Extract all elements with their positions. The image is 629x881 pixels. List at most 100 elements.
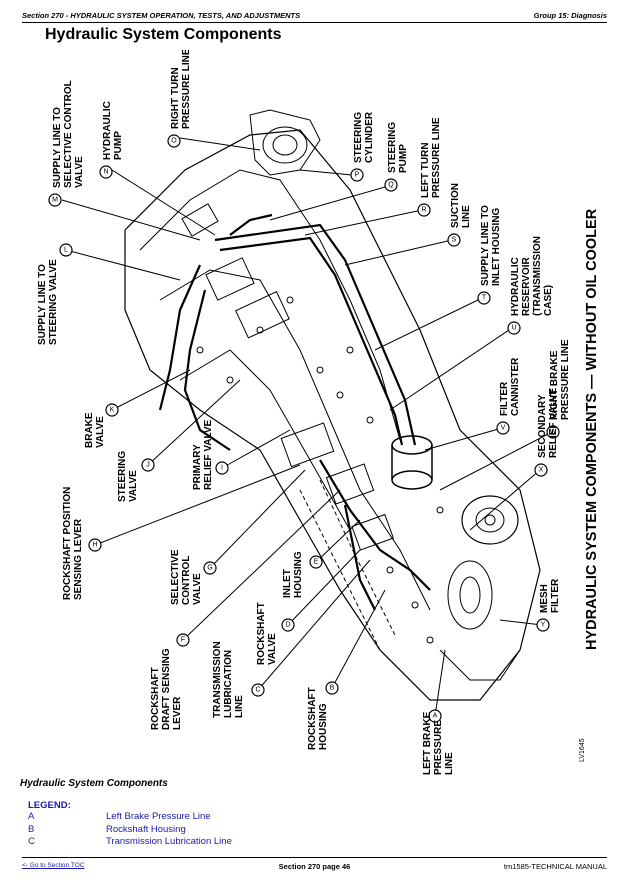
callout-Q: Q STEERINGPUMP	[384, 122, 409, 192]
svg-text:HYDRAULICRESERVOIR(TRANSMISSIO: HYDRAULICRESERVOIR(TRANSMISSIONCASE)	[510, 236, 554, 316]
svg-text:RIGHT TURNPRESSURE LINE: RIGHT TURNPRESSURE LINE	[170, 50, 192, 129]
group-title: Group 15: Diagnosis	[533, 11, 607, 20]
callout-letter-A: A	[433, 713, 438, 720]
callout-I: I PRIMARYRELIEF VALVE	[192, 419, 229, 490]
callout-letter-I: I	[221, 465, 223, 472]
callout-letter-C: C	[255, 687, 260, 694]
callout-T: T SUPPLY LINE TOINLET HOUSING	[477, 205, 502, 305]
callout-X: X SECONDARYRELIEF VALVE	[534, 387, 559, 477]
callout-A: A LEFT BRAKEPRESSURELINE	[422, 709, 455, 775]
svg-text:INLETHOUSING: INLETHOUSING	[282, 551, 304, 598]
callout-letter-W: W	[550, 429, 557, 436]
footer-divider	[22, 857, 607, 858]
manual-id: tm1585-TECHNICAL MANUAL	[503, 862, 607, 871]
svg-text:SELECTIVECONTROLVALVE: SELECTIVECONTROLVALVE	[170, 549, 203, 605]
svg-text:TRANSMISSIONLUBRICATIONLINE: TRANSMISSIONLUBRICATIONLINE	[212, 641, 245, 718]
svg-text:FILTERCANNISTER: FILTERCANNISTER	[499, 357, 521, 416]
callout-H: H ROCKSHAFT POSITIONSENSING LEVER	[62, 487, 102, 600]
legend-value: Transmission Lubrication Line	[106, 836, 232, 847]
callout-letter-G: G	[207, 565, 212, 572]
callout-letter-Y: Y	[541, 622, 546, 629]
callout-W: W RIGHT BRAKEPRESSURE LINE	[546, 339, 571, 439]
svg-text:STEERINGPUMP: STEERINGPUMP	[387, 122, 409, 173]
callout-L: L SUPPLY LINE TOSTEERING VALVE	[37, 243, 73, 345]
callout-V: V FILTERCANNISTER	[496, 357, 521, 435]
legend-item: A Left Brake Pressure Line	[28, 811, 211, 824]
toc-link[interactable]: <- Go to Section TOC	[22, 862, 85, 869]
svg-text:ROCKSHAFTHOUSING: ROCKSHAFTHOUSING	[307, 687, 329, 750]
page-header: Section 270 - HYDRAULIC SYSTEM OPERATION…	[22, 8, 607, 22]
callout-letter-F: F	[181, 637, 185, 644]
svg-text:SUPPLY LINE TOSELECTIVE CONTRO: SUPPLY LINE TOSELECTIVE CONTROLVALVE	[52, 80, 85, 188]
page-footer: <- Go to Section TOC Section 270 page 46…	[22, 860, 607, 874]
figure-caption: Hydraulic System Components	[20, 778, 168, 789]
callout-O: O RIGHT TURNPRESSURE LINE	[167, 48, 192, 148]
callout-letter-K: K	[110, 407, 115, 414]
legend-value: Rockshaft Housing	[106, 823, 186, 835]
callout-letter-B: B	[330, 685, 335, 692]
callout-letter-V: V	[501, 425, 506, 432]
legend-key: B	[28, 823, 35, 835]
legend-item: B Rockshaft Housing	[28, 823, 186, 837]
callout-M: M SUPPLY LINE TOSELECTIVE CONTROLVALVE	[48, 80, 85, 207]
callout-B: B ROCKSHAFTHOUSING	[307, 681, 339, 750]
svg-text:SECONDARYRELIEF VALVE: SECONDARYRELIEF VALVE	[537, 387, 559, 458]
svg-text:ROCKSHAFT POSITIONSENSING LEVE: ROCKSHAFT POSITIONSENSING LEVER	[62, 487, 84, 600]
svg-text:MESHFILTER: MESHFILTER	[539, 578, 561, 613]
callout-letter-M: M	[52, 197, 58, 204]
tractor-assembly-drawing	[124, 109, 541, 701]
svg-text:BRAKEVALVE: BRAKEVALVE	[84, 412, 106, 448]
callout-letter-D: D	[285, 622, 290, 629]
callout-letter-U: U	[511, 325, 516, 332]
legend: LEGEND: A Left Brake Pressure Line B Roc…	[28, 800, 232, 849]
callout-letter-P: P	[355, 172, 360, 179]
figure-id: LV1645	[579, 738, 586, 762]
callout-J: J STEERINGVALVE	[117, 451, 155, 502]
callout-letter-H: H	[92, 542, 97, 549]
callout-letter-O: O	[171, 138, 177, 145]
callout-K: K BRAKEVALVE	[84, 403, 119, 448]
callout-R: R LEFT TURNPRESSURE LINE	[417, 117, 442, 217]
svg-text:RIGHT BRAKEPRESSURE LINE: RIGHT BRAKEPRESSURE LINE	[549, 339, 571, 420]
hydraulic-lines	[158, 213, 431, 611]
legend-key: A	[28, 811, 35, 822]
svg-text:SUCTIONLINE: SUCTIONLINE	[450, 183, 472, 228]
callout-letter-N: N	[103, 169, 108, 176]
callout-letter-X: X	[539, 467, 544, 474]
callout-Y: Y MESHFILTER	[536, 578, 561, 632]
section-title: Section 270 - HYDRAULIC SYSTEM OPERATION…	[22, 11, 301, 20]
legend-value: Left Brake Pressure Line	[106, 811, 211, 822]
callout-letter-R: R	[421, 207, 426, 214]
callout-letter-T: T	[482, 295, 487, 302]
figure-side-title: HYDRAULIC SYSTEM COMPONENTS — WITHOUT OI…	[584, 208, 600, 650]
callout-letter-L: L	[64, 247, 68, 254]
svg-text:ROCKSHAFTDRAFT SENSINGLEVER: ROCKSHAFTDRAFT SENSINGLEVER	[150, 648, 183, 730]
legend-key: C	[28, 836, 35, 847]
callout-F: F ROCKSHAFTDRAFT SENSINGLEVER	[150, 633, 190, 730]
page-number: Section 270 page 46	[278, 862, 351, 871]
svg-text:SUPPLY LINE TOSTEERING VALVE: SUPPLY LINE TOSTEERING VALVE	[37, 259, 59, 345]
callout-C: C TRANSMISSIONLUBRICATIONLINE	[212, 641, 265, 718]
callout-S: S SUCTIONLINE	[447, 183, 472, 247]
callout-letter-J: J	[146, 462, 150, 469]
svg-text:STEERINGCYLINDER: STEERINGCYLINDER	[353, 111, 375, 163]
header-divider	[22, 22, 607, 23]
callout-U: U HYDRAULICRESERVOIR(TRANSMISSIONCASE)	[507, 236, 554, 335]
page-title: Hydraulic System Components	[45, 26, 282, 43]
legend-item: C Transmission Lubrication Line	[28, 836, 232, 849]
svg-text:HYDRAULICPUMP: HYDRAULICPUMP	[102, 101, 124, 160]
callout-letter-S: S	[452, 237, 457, 244]
svg-text:STEERINGVALVE: STEERINGVALVE	[117, 451, 139, 502]
callout-D: D ROCKSHAFTVALVE	[256, 602, 295, 665]
callout-G: G SELECTIVECONTROLVALVE	[170, 549, 217, 605]
svg-text:ROCKSHAFTVALVE: ROCKSHAFTVALVE	[256, 602, 278, 665]
callout-letter-Q: Q	[388, 182, 394, 189]
callout-N: N HYDRAULICPUMP	[99, 101, 124, 179]
svg-text:LEFT BRAKEPRESSURELINE: LEFT BRAKEPRESSURELINE	[422, 711, 455, 775]
callout-E: E INLETHOUSING	[282, 551, 323, 598]
callout-P: P STEERINGCYLINDER	[350, 111, 375, 182]
hydraulic-diagram: M SUPPLY LINE TOSELECTIVE CONTROLVALVE N…	[0, 48, 629, 780]
legend-title: LEGEND:	[28, 800, 71, 811]
svg-text:LEFT TURNPRESSURE LINE: LEFT TURNPRESSURE LINE	[420, 117, 442, 198]
callout-leader-lines	[61, 137, 553, 717]
